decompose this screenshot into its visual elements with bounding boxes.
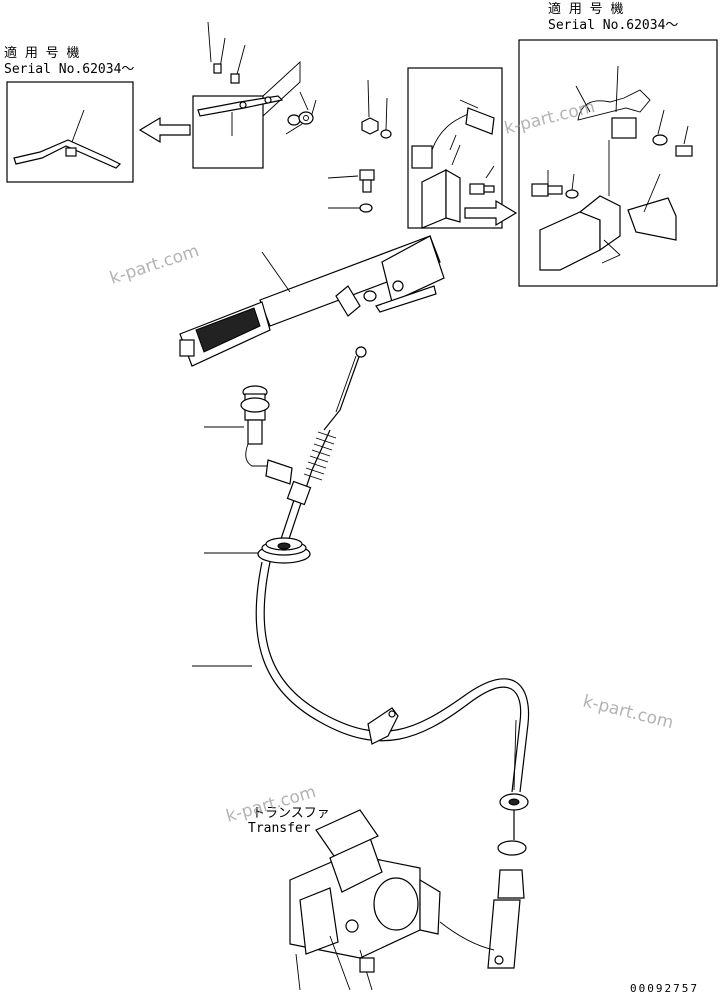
bolt-right [469, 165, 495, 195]
lever-grip [195, 307, 261, 353]
serial-label-right: 適 用 号 機 Serial No.62034～ [548, 1, 678, 33]
parking-brake-lever [179, 235, 445, 367]
serial-label-left: 適 用 号 機 Serial No.62034～ [4, 45, 134, 77]
washer-nut-top [285, 91, 317, 135]
transfer-label-en: Transfer [248, 821, 311, 836]
figure-number: 00092757 [630, 982, 699, 995]
bolt-washer-lower [327, 169, 375, 213]
cable-end-fittings [439, 793, 529, 969]
watermark-2: k-part.com [502, 97, 597, 139]
switch-bracket-box [407, 67, 503, 229]
cable-grommet [257, 537, 311, 564]
detail-box-left [6, 81, 134, 183]
watermark-3: k-part.com [581, 691, 676, 733]
transfer-case [289, 809, 441, 991]
arrow-to-left-detail [138, 116, 191, 144]
brake-cable [255, 346, 530, 793]
transfer-label: トランスファ Transfer [248, 806, 330, 836]
detail-box-right [518, 39, 718, 287]
serial-label-left-jp: 適 用 号 機 [4, 45, 79, 61]
nut-washer-mid [361, 79, 392, 139]
brake-switch [204, 385, 293, 485]
detail-box-top-center [192, 21, 301, 169]
serial-label-right-en: Serial No.62034～ [548, 18, 678, 33]
arrow-to-right-detail [464, 199, 518, 227]
watermark-1: k-part.com [107, 241, 201, 289]
transfer-label-jp: トランスファ [252, 806, 330, 821]
serial-label-right-jp: 適 用 号 機 [548, 1, 623, 17]
serial-label-left-en: Serial No.62034～ [4, 62, 134, 77]
leader-lines [192, 254, 621, 667]
cable-clip [367, 707, 399, 745]
